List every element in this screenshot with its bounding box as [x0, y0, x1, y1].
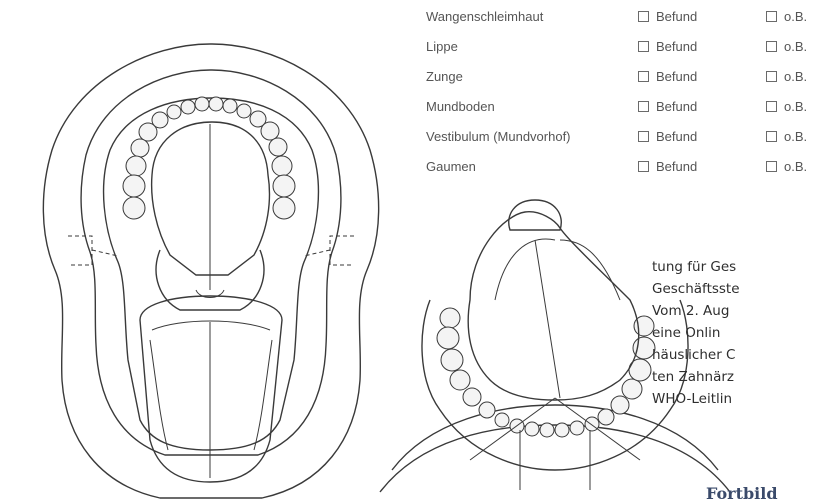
befund-label: Befund — [656, 38, 697, 56]
ob-label: o.B. — [784, 8, 807, 26]
body-text-line: tung für Ges — [652, 256, 820, 278]
form-row-vestibulum: Vestibulum (Mundvorhof) Befund o.B. — [426, 128, 820, 146]
body-text-line: eine Onlin — [652, 322, 820, 344]
ob-checkbox[interactable] — [766, 71, 777, 82]
ob-label: o.B. — [784, 128, 807, 146]
befund-checkbox[interactable] — [638, 101, 649, 112]
row-label: Wangenschleimhaut — [426, 8, 543, 26]
body-text-column: tung für Ges Geschäftsste Vom 2. Aug ein… — [652, 256, 820, 410]
body-text-line: häuslicher C — [652, 344, 820, 366]
form-row-zunge: Zunge Befund o.B. — [426, 68, 820, 86]
befund-checkbox[interactable] — [638, 131, 649, 142]
ob-checkbox[interactable] — [766, 161, 777, 172]
befund-label: Befund — [656, 98, 697, 116]
befund-checkbox[interactable] — [638, 71, 649, 82]
row-label: Zunge — [426, 68, 463, 86]
befund-checkbox[interactable] — [638, 41, 649, 52]
body-text-line: Vom 2. Aug — [652, 300, 820, 322]
ob-checkbox[interactable] — [766, 11, 777, 22]
ob-checkbox[interactable] — [766, 101, 777, 112]
row-label: Lippe — [426, 38, 458, 56]
befund-label: Befund — [656, 158, 697, 176]
befund-checkbox[interactable] — [638, 161, 649, 172]
form-row-wangenschleimhaut: Wangenschleimhaut Befund o.B. — [426, 8, 820, 26]
row-label: Gaumen — [426, 158, 476, 176]
ob-label: o.B. — [784, 68, 807, 86]
row-label: Mundboden — [426, 98, 495, 116]
body-text-line: WHO-Leitlin — [652, 388, 820, 410]
body-text-line: Geschäftsste — [652, 278, 820, 300]
form-row-gaumen: Gaumen Befund o.B. — [426, 158, 820, 176]
form-row-lippe: Lippe Befund o.B. — [426, 38, 820, 56]
row-label: Vestibulum (Mundvorhof) — [426, 128, 571, 146]
section-heading: Fortbild — [706, 484, 778, 503]
ob-checkbox[interactable] — [766, 131, 777, 142]
mouth-diagram-upper — [43, 44, 378, 498]
ob-label: o.B. — [784, 158, 807, 176]
befund-label: Befund — [656, 68, 697, 86]
befund-checkbox[interactable] — [638, 11, 649, 22]
befund-label: Befund — [656, 128, 697, 146]
body-text-line: ten Zahnärz — [652, 366, 820, 388]
ob-label: o.B. — [784, 98, 807, 116]
form-row-mundboden: Mundboden Befund o.B. — [426, 98, 820, 116]
ob-checkbox[interactable] — [766, 41, 777, 52]
ob-label: o.B. — [784, 38, 807, 56]
befund-label: Befund — [656, 8, 697, 26]
